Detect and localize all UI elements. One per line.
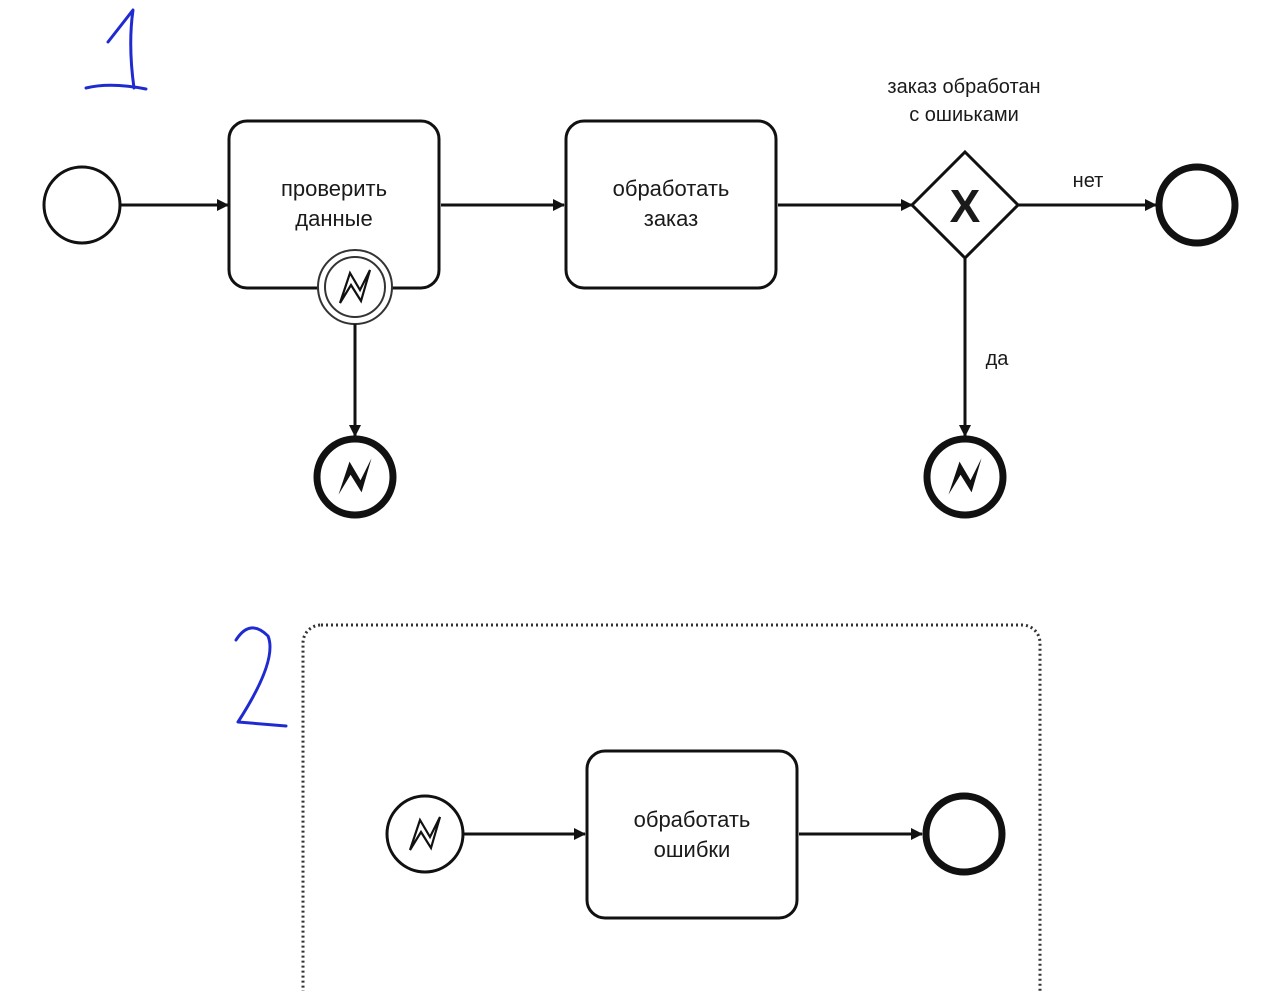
start-event[interactable] — [42, 165, 122, 245]
event-subprocess-container[interactable] — [301, 623, 1042, 996]
end-event[interactable] — [1155, 163, 1239, 247]
task-handle-errors-label-2: ошибки — [654, 837, 731, 862]
task-handle-errors-label-1: обработать — [634, 807, 751, 832]
task-check-data[interactable]: проверить данные — [227, 119, 441, 290]
flow-label-no: нет — [1073, 170, 1104, 192]
exclusive-gateway-icon[interactable]: X — [909, 149, 1021, 261]
subprocess-end-event[interactable] — [922, 792, 1006, 876]
task-process-order[interactable]: обработать заказ — [564, 119, 778, 290]
annotation-marker-1: 1 — [84, 8, 148, 91]
gateway-label-2: с ошиьками — [909, 104, 1019, 126]
error-start-icon[interactable] — [385, 794, 465, 874]
gateway-label-1: заказ обработан — [887, 76, 1040, 98]
error-boundary-icon[interactable] — [317, 249, 393, 325]
task-check-data-label-1: проверить — [281, 176, 387, 201]
task-check-data-label-2: данные — [295, 206, 372, 231]
annotation-marker-2: 2 — [234, 626, 288, 728]
error-end-icon[interactable] — [923, 435, 1007, 519]
gateway-symbol: X — [950, 180, 981, 232]
task-handle-errors[interactable]: обработать ошибки — [585, 749, 799, 920]
task-process-order-label-2: заказ — [644, 206, 699, 231]
error-end-icon[interactable] — [313, 435, 397, 519]
task-process-order-label-1: обработать — [613, 176, 730, 201]
flow-label-yes: да — [986, 348, 1010, 370]
